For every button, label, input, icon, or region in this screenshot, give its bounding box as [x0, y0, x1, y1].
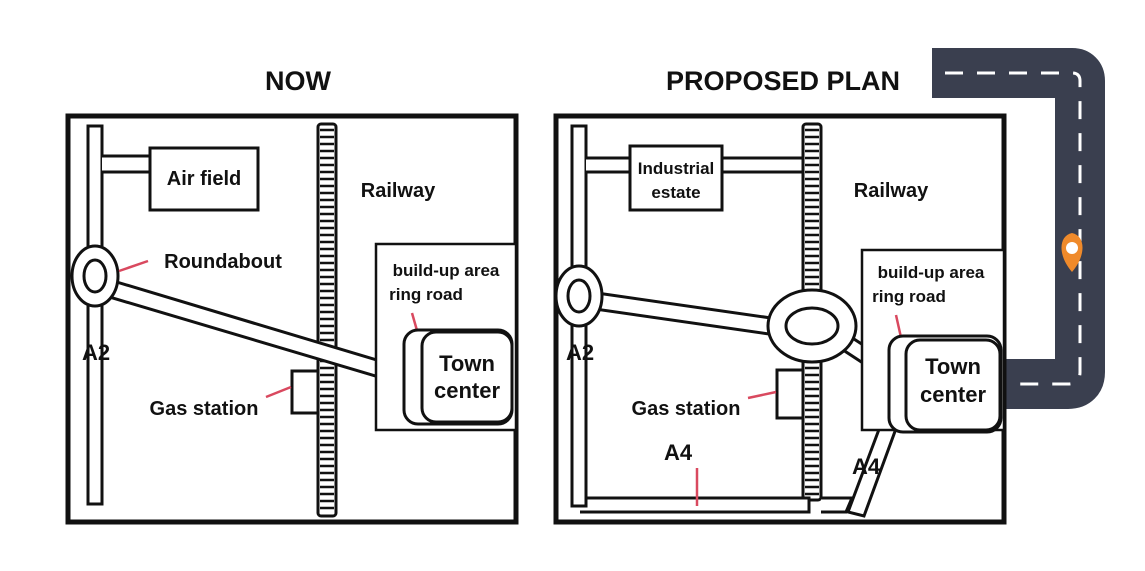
now-airfield-label: Air field — [167, 168, 241, 190]
now-town-label-1: Town — [439, 351, 495, 376]
now-town-label-2: center — [434, 378, 500, 403]
now-map: Air field Railway Roundabout A2 Gas stat… — [65, 113, 519, 525]
proposed-industrial-spur — [586, 156, 632, 174]
now-railway-label: Railway — [361, 180, 436, 202]
proposed-left-roundabout — [554, 264, 604, 328]
now-gas-station-box — [290, 369, 320, 415]
proposed-gas-station-leader — [747, 390, 777, 400]
proposed-gas-station-label: Gas station — [632, 398, 741, 420]
proposed-railway-label: Railway — [854, 180, 929, 202]
now-buildup-label-1: build-up area — [393, 261, 500, 280]
proposed-a4-left-label: A4 — [664, 440, 693, 465]
now-town-center-box — [420, 330, 514, 424]
now-roundabout — [70, 244, 120, 308]
now-gas-station-label: Gas station — [150, 398, 259, 420]
proposed-industrial-spur-east — [722, 156, 805, 174]
proposed-a4-right-label: A4 — [852, 454, 881, 479]
now-a2-label: A2 — [82, 340, 110, 365]
proposed-gas-station-box — [775, 368, 805, 420]
road-route-icon — [932, 48, 1105, 409]
now-airfield-spur — [102, 154, 154, 174]
proposed-buildup-label-2: ring road — [872, 287, 946, 306]
proposed-a4-road — [580, 496, 811, 514]
now-gas-station-leader — [265, 385, 292, 399]
location-pin-icon — [1061, 233, 1083, 272]
proposed-town-label-1: Town — [925, 354, 981, 379]
proposed-industrial-label-2: estate — [651, 183, 700, 202]
proposed-industrial-label-1: Industrial — [638, 159, 715, 178]
now-roundabout-leader — [118, 259, 149, 273]
now-buildup-label-2: ring road — [389, 285, 463, 304]
proposed-central-roundabout — [766, 288, 858, 364]
now-title: NOW — [265, 66, 332, 96]
proposed-map: Industrial estate Railway A2 Gas station… — [553, 113, 1007, 525]
now-airfield-box — [148, 146, 260, 212]
proposed-a2-label: A2 — [566, 340, 594, 365]
proposed-buildup-label-1: build-up area — [878, 263, 985, 282]
now-roundabout-label: Roundabout — [164, 251, 282, 273]
proposed-town-center-box — [904, 338, 1002, 432]
proposed-a4-road-east — [821, 496, 855, 514]
proposed-title: PROPOSED PLAN — [666, 66, 900, 96]
proposed-industrial-box — [628, 144, 724, 212]
now-a2-road — [86, 124, 104, 506]
proposed-town-label-2: center — [920, 382, 986, 407]
now-railway-track — [316, 122, 338, 518]
